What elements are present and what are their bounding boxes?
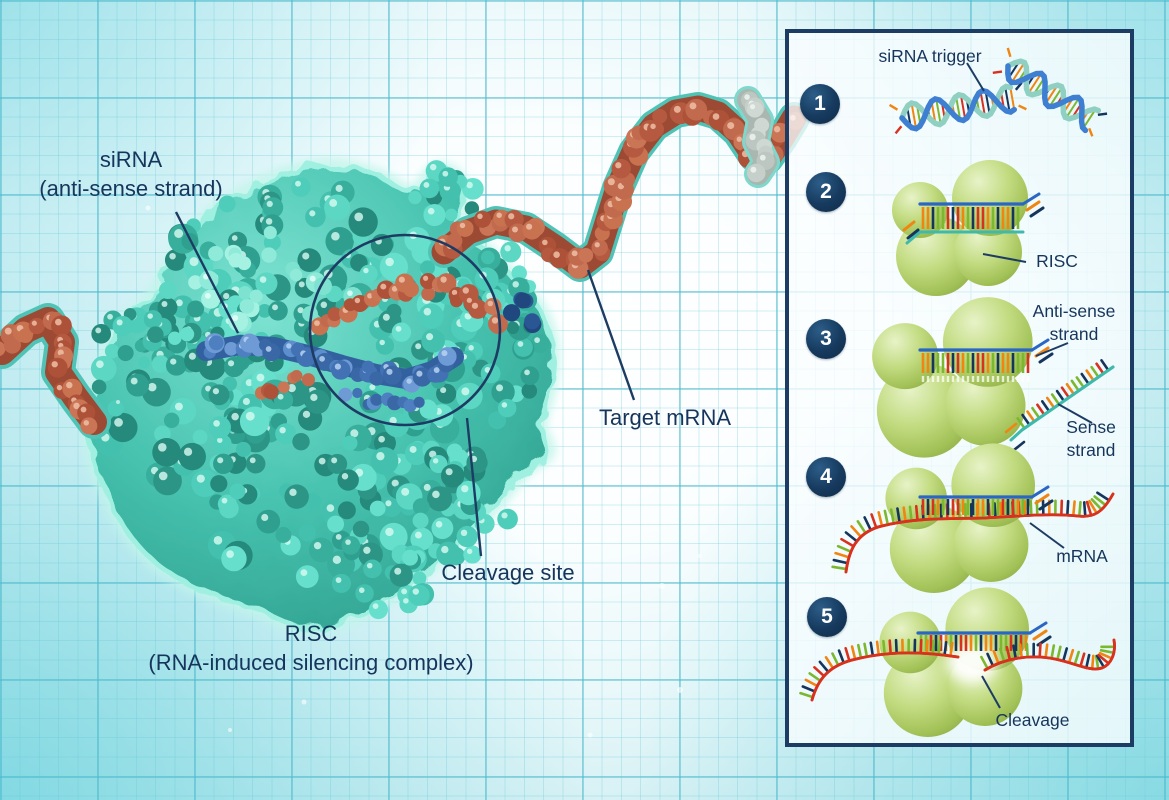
sparkle-dot [659, 583, 665, 589]
sparkle-dot [301, 699, 307, 705]
sparkle-dot [677, 687, 683, 693]
step5-cleaved [799, 621, 1116, 702]
mrna-label: mRNA [1056, 546, 1108, 566]
sparkle-dot [753, 298, 757, 302]
sirna-label: siRNA (anti-sense strand) [31, 146, 231, 203]
step3-antisense [918, 338, 1115, 452]
cleavage-site-label: Cleavage site [441, 560, 575, 585]
sirna-duplex-helix [888, 81, 1027, 135]
sense-strand-label: Sense strand [1045, 416, 1137, 462]
sense-line2: strand [1066, 439, 1116, 460]
step4-mrna-bound [831, 485, 1115, 574]
step-1-badge: 1 [800, 84, 840, 124]
step-5-badge: 5 [807, 597, 847, 637]
sirna-trigger-label: siRNA trigger [878, 46, 982, 66]
bound-strands [196, 272, 542, 413]
sirna-duplex-helix [992, 47, 1108, 137]
sparkle-dot [145, 205, 151, 211]
risc-label-line1: RISC [284, 621, 338, 646]
risc-step-label: RISC [1036, 251, 1078, 271]
target-mrna-label: Target mRNA [598, 405, 732, 430]
cleavage-site-annotation [174, 211, 636, 557]
step-2-badge: 2 [806, 172, 846, 212]
sparkle-dot [228, 728, 232, 732]
anti-sense-strand-label: Anti-sense strand [1018, 300, 1130, 346]
sparkle-dot [587, 732, 593, 738]
step2-duplex [902, 192, 1045, 245]
risc-label-line2: (RNA-induced silencing complex) [148, 649, 474, 675]
sirna-label-line1: siRNA [99, 147, 163, 172]
risc-label: RISC (RNA-induced silencing complex) [136, 620, 486, 677]
anti-sense-line2: strand [1049, 323, 1099, 344]
target-mrna-chain [0, 86, 810, 439]
sparkle-dot [116, 400, 120, 404]
sparkle-dot [698, 554, 702, 558]
risc-protein-blob [872, 297, 1033, 458]
step-4-badge: 4 [806, 457, 846, 497]
anti-sense-line1: Anti-sense [1032, 301, 1116, 321]
sirna-label-line2: (anti-sense strand) [39, 175, 223, 201]
cleavage-label: Cleavage [995, 710, 1070, 730]
step-3-badge: 3 [806, 319, 846, 359]
sense-line1: Sense [1066, 417, 1116, 437]
